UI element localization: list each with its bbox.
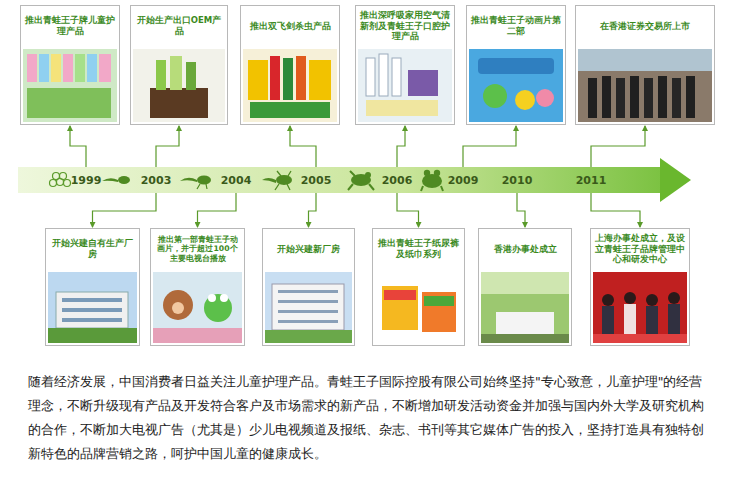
year-label: 2006 xyxy=(382,174,413,187)
year-label: 2005 xyxy=(301,174,332,187)
milestone-text: 开始生产出口OEM产品 xyxy=(131,6,227,46)
milestone-text: 推出深呼吸家用空气清新剂及青蛙王子口腔护理产品 xyxy=(356,6,454,46)
ceremony-photo xyxy=(593,272,687,343)
milestone-text: 推出青蛙王子动画片第二部 xyxy=(467,6,565,46)
connector xyxy=(290,126,316,167)
frog-icon xyxy=(348,170,443,191)
factory-photo xyxy=(48,272,137,343)
connector xyxy=(309,193,317,227)
tadpole-icon xyxy=(102,171,292,190)
milestone-box: 推出青蛙王子纸尿裤及纸巾系列 xyxy=(372,228,465,346)
year-label: 2009 xyxy=(448,174,479,187)
connector xyxy=(463,126,516,167)
connector xyxy=(397,126,405,167)
connector xyxy=(397,193,419,227)
milestone-text: 香港办事处成立 xyxy=(479,229,571,269)
milestone-text: 上海办事处成立，及设立青蛙王子品牌管理中心和研发中心 xyxy=(591,229,689,269)
connector xyxy=(517,193,525,227)
milestone-box: 推出第一部青蛙王子动画片，并于超过100个主要电视台播放 xyxy=(150,228,245,346)
cartoon-photo xyxy=(153,272,242,343)
milestone-box: 开始兴建新厂房 xyxy=(262,228,355,346)
timeline-band xyxy=(18,167,661,193)
listing-photo xyxy=(578,49,712,122)
connector xyxy=(93,193,157,227)
new-factory-photo xyxy=(265,272,352,343)
cartoon-poster-photo xyxy=(469,49,563,122)
year-label: 2011 xyxy=(576,174,607,187)
diaper-photo xyxy=(375,272,462,343)
egg-icon xyxy=(50,173,71,187)
milestone-box: 推出双飞剑杀虫产品 xyxy=(240,5,340,125)
connector xyxy=(591,126,645,167)
milestone-box: 推出深呼吸家用空气清新剂及青蛙王子口腔护理产品 xyxy=(355,5,455,125)
office-photo xyxy=(481,272,569,343)
year-label: 2010 xyxy=(502,174,533,187)
milestone-text: 开始兴建自有生产厂房 xyxy=(46,229,139,269)
milestone-text: 推出青蛙王子牌儿童护理产品 xyxy=(21,6,119,46)
milestone-text: 推出双飞剑杀虫产品 xyxy=(241,6,339,46)
milestone-box: 开始兴建自有生产厂房 xyxy=(45,228,140,346)
milestone-text: 推出青蛙王子纸尿裤及纸巾系列 xyxy=(373,229,464,269)
connector xyxy=(156,126,179,167)
connector xyxy=(591,193,640,227)
milestone-box: 推出青蛙王子牌儿童护理产品 xyxy=(20,5,120,125)
year-label: 2003 xyxy=(141,174,172,187)
insecticide-photo xyxy=(243,49,337,122)
milestone-box: 开始生产出口OEM产品 xyxy=(130,5,228,125)
milestone-box: 推出青蛙王子动画片第二部 xyxy=(466,5,566,125)
gift-photo xyxy=(133,49,225,122)
milestone-box: 香港办事处成立 xyxy=(478,228,572,346)
milestone-box: 在香港证券交易所上市 xyxy=(575,5,715,125)
year-label: 2004 xyxy=(221,174,252,187)
product-photo xyxy=(23,49,117,122)
caption: 随着经济发展，中国消费者日益关注儿童护理产品。青蛙王子国际控股有限公司始终坚持"… xyxy=(28,370,712,466)
milestone-box: 上海办事处成立，及设立青蛙王子品牌管理中心和研发中心 xyxy=(590,228,690,346)
connector xyxy=(70,126,86,167)
milestone-text: 推出第一部青蛙王子动画片，并于超过100个主要电视台播放 xyxy=(151,229,244,269)
year-label: 1999 xyxy=(71,174,102,187)
connector xyxy=(198,193,237,227)
milestone-text: 开始兴建新厂房 xyxy=(263,229,354,269)
milestone-text: 在香港证券交易所上市 xyxy=(576,6,714,46)
timeline-arrowhead xyxy=(660,158,691,202)
timeline-band: 1999 2003 2004 2005 2006 2009 2010 2011 xyxy=(18,167,661,193)
air-freshener-photo xyxy=(358,49,452,122)
